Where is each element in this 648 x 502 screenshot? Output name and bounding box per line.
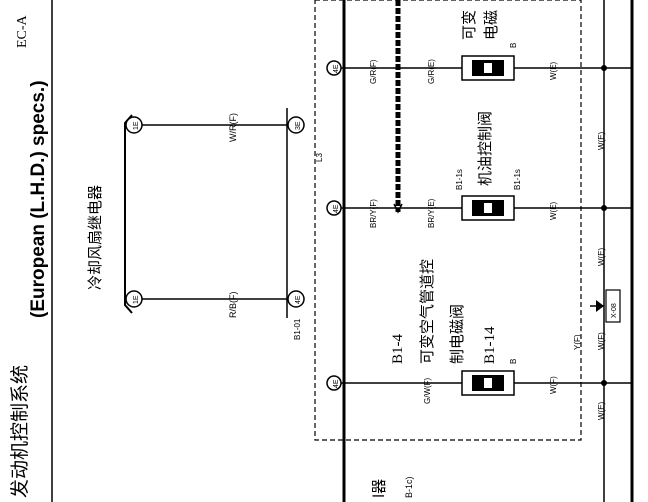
pin-label: 1E: [133, 121, 140, 130]
right-solenoid-line2: 电磁: [482, 10, 500, 40]
pin-label: 4E: [333, 64, 340, 73]
relay-terminal-top: 1E: [125, 116, 143, 134]
wire-label-y-f: Y(F): [573, 334, 582, 350]
system-title: 发动机控制系统: [9, 365, 31, 498]
wire-label-br-y-e: BR/Y(E): [427, 198, 436, 228]
wire-label-w-e: W(E): [549, 61, 558, 80]
wire-label-w-e: W(E): [597, 401, 606, 420]
wire-label-g-r-e: G/R(E): [427, 59, 436, 84]
spec-note: (European (L.H.D.) specs.): [28, 80, 49, 318]
solenoid-row-vis: 4E: [326, 370, 632, 396]
relay-bracket: [124, 114, 133, 314]
label-b1-4: B1-4: [390, 334, 406, 365]
wire-label-g-w-f: G/W(F): [423, 377, 432, 404]
bottom-partial-code: B-1c): [404, 476, 414, 498]
wire-label-w-f: W(F): [597, 332, 606, 350]
connector-pin: [287, 290, 305, 308]
relay-terminal-bottom: 1E: [125, 290, 143, 308]
vis-solenoid-line2: 制电磁阀: [448, 304, 466, 364]
wire-label-r-b-f: R/B(F): [228, 292, 238, 319]
cooling-fan-relay-label: 冷却风扇继电器: [86, 185, 104, 290]
label-l3: L3: [315, 153, 324, 162]
module-dashed-box: [314, 0, 582, 441]
wire-label-w-e: W(E): [549, 201, 558, 220]
solenoid-row-oil: 4E: [326, 195, 632, 221]
wire-label-g-r-f: G/R(F): [369, 59, 378, 84]
label-x08: X-08: [611, 303, 618, 318]
label-b-top: B: [509, 43, 518, 48]
pin-label: 4E: [333, 204, 340, 213]
connector-x08: X-08: [590, 289, 621, 323]
vis-solenoid-line1: 可变空气管道控: [418, 259, 436, 364]
pin-label: 4E: [333, 379, 340, 388]
right-solenoid-line1: 可变: [460, 10, 478, 40]
solenoid-row-top: 4E: [326, 55, 632, 81]
wire-label-br-y-f: BR/Y(F): [369, 199, 378, 228]
wire-label-w-e: W(E): [597, 131, 606, 150]
pin-label: 1E: [133, 295, 140, 304]
pin-label: 3E: [295, 121, 302, 130]
connector-pin: [287, 116, 305, 134]
section-code: EC-A: [15, 14, 30, 48]
bottom-partial-label: l器: [370, 479, 388, 498]
wire-label-w-e: W(E): [597, 247, 606, 266]
label-b-bottom: B: [509, 359, 518, 364]
wire-label-w-r-f: W/R(F): [228, 113, 238, 142]
label-b1-14: B1-14: [482, 326, 498, 364]
pin-label: 4E: [295, 295, 302, 304]
label-b1-1s-top: B1-1s: [455, 169, 464, 190]
label-b1-1s-bottom: B1-1s: [513, 169, 522, 190]
connector-b1-01: B1-01: [293, 318, 302, 340]
oil-control-valve-label: 机油控制阀: [476, 111, 494, 186]
wire-label-w-f: W(F): [549, 376, 558, 394]
